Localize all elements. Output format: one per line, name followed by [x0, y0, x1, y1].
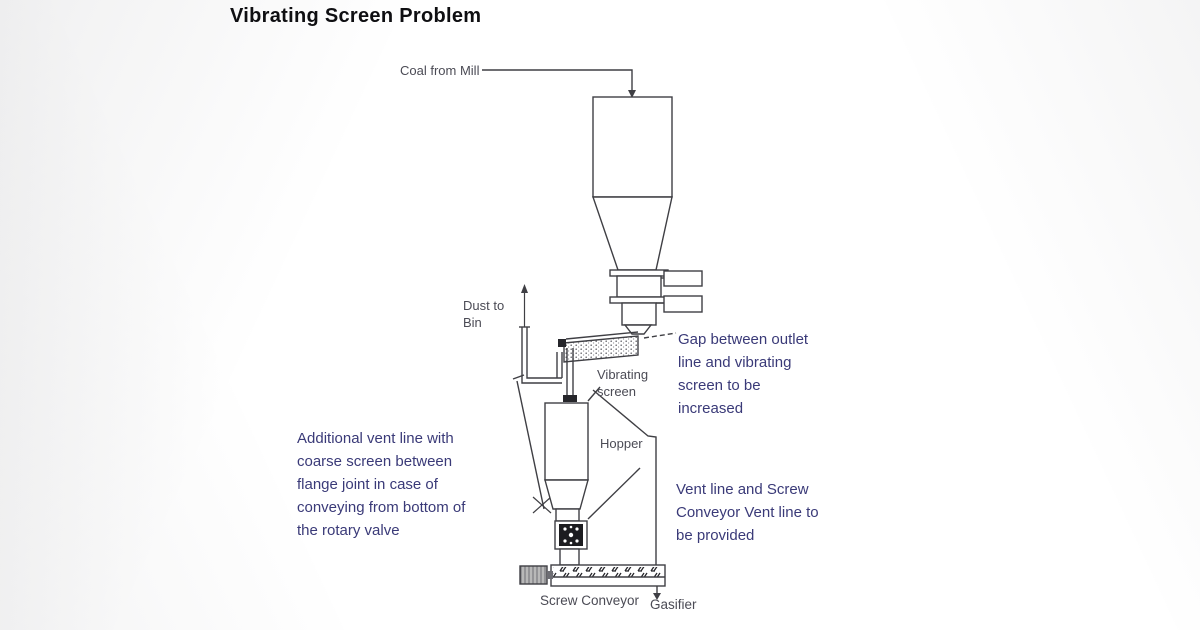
dust-vent-pipe [519, 284, 562, 384]
screw-conveyor [550, 564, 666, 587]
silo-cone [592, 196, 673, 271]
silo [592, 96, 673, 198]
screw-flights [553, 567, 663, 577]
pipe-end-cap [563, 395, 577, 402]
rotary-valve [554, 520, 588, 566]
screen-outlet-pipes [556, 348, 577, 402]
side-box-1 [663, 270, 703, 287]
vibrating-screen-deck [558, 331, 639, 363]
hopper-casing [512, 374, 657, 565]
valve-discharge-pipe [559, 548, 580, 566]
dust-to-bin-label: Dust to Bin [463, 298, 505, 330]
screen-left-cap [558, 339, 566, 347]
screen-label-leader [587, 386, 601, 402]
silo-outlet-stack [609, 269, 669, 335]
coal-from-mill-label: Coal from Mill [400, 63, 480, 78]
arrow-down-icon [628, 90, 636, 98]
outlet-body [616, 275, 662, 298]
flange-upper [609, 269, 669, 277]
conveyor-motor [519, 565, 553, 585]
flange-lower [609, 296, 669, 304]
vent-line-annotation: Vent line and Screw Conveyor Vent line t… [676, 481, 819, 544]
hopper-vessel [544, 402, 589, 522]
gasifier-label: Gasifier [650, 597, 697, 612]
page-title: Vibrating Screen Problem [230, 5, 482, 27]
vibrating-screen-label: Vibrating screen [597, 367, 649, 399]
hopper-neck [555, 508, 580, 522]
motor-shaft [547, 571, 553, 579]
gap-leader-line [643, 332, 677, 339]
coal-feed-line [482, 69, 636, 98]
arrow-up-icon [521, 284, 528, 293]
outlet-section [621, 302, 657, 326]
additional-vent-annotation: Additional vent line with coarse screen … [297, 430, 466, 539]
arrow-down-icon [653, 593, 661, 600]
side-box-2 [663, 295, 703, 313]
gasifier-arrow [653, 586, 661, 600]
hopper-cone [544, 479, 589, 510]
outlet-spout [623, 324, 653, 335]
screw-conveyor-label: Screw Conveyor [540, 593, 640, 608]
hopper-label: Hopper [600, 436, 643, 451]
flange-x-mark [532, 496, 552, 514]
gap-annotation: Gap between outlet line and vibrating sc… [678, 331, 809, 417]
